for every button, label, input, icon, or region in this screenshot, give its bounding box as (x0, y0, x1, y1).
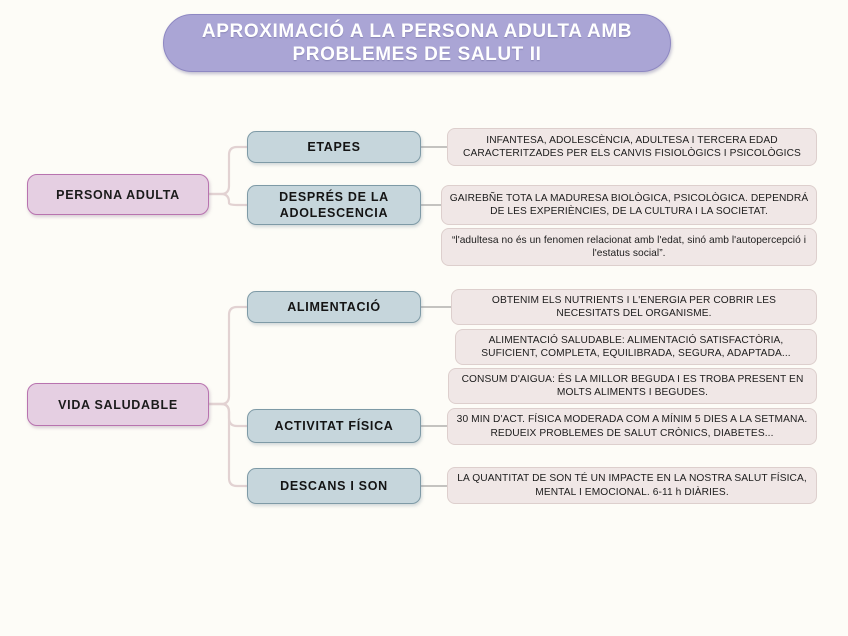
connector-persona-etapes (207, 145, 249, 196)
branch-node-alimentacio[interactable]: ALIMENTACIÓ (247, 291, 421, 323)
connector-vida-activitat (207, 402, 249, 428)
leaf-box-maduresa: GAIREBÑE TOTA LA MADURESA BIOLÒGICA, PSI… (441, 185, 817, 225)
root-node-persona-adulta-label: PERSONA ADULTA (56, 187, 180, 202)
root-node-persona-adulta[interactable]: PERSONA ADULTA (27, 174, 209, 215)
root-node-vida-saludable[interactable]: VIDA SALUDABLE (27, 383, 209, 426)
leaf-box-quote: “l'adultesa no és un fenomen relacionat … (441, 228, 817, 266)
branch-node-etapes-label: ETAPES (307, 140, 361, 154)
leaf-box-nutrients-text: OBTENIM ELS NUTRIENTS I L'ENERGIA PER CO… (491, 294, 777, 320)
connector-persona-despres (207, 192, 249, 207)
branch-node-despres-adolescencia[interactable]: DESPRÉS DE LA ADOLESCENCIA (247, 185, 421, 225)
page-title-line1: APROXIMACIÓ A LA PERSONA ADULTA AMB (201, 21, 633, 42)
root-node-vida-saludable-label: VIDA SALUDABLE (58, 397, 178, 412)
leaf-box-son-text: LA QUANTITAT DE SON TÉ UN IMPACTE EN LA … (457, 473, 807, 498)
branch-node-descans-i-son[interactable]: DESCANS I SON (247, 468, 421, 504)
leaf-box-maduresa-text: GAIREBÑE TOTA LA MADURESA BIOLÒGICA, PSI… (449, 192, 809, 218)
branch-node-activitat-fisica[interactable]: ACTIVITAT FÍSICA (247, 409, 421, 443)
connector-vida-alimentacio (207, 305, 249, 406)
connector-vida-descans (207, 402, 249, 488)
leaf-box-quote-text: “l'adultesa no és un fenomen relacionat … (451, 234, 807, 260)
leaf-box-aigua: CONSUM D'AIGUA: ÉS LA MILLOR BEGUDA I ES… (448, 368, 817, 404)
diagram-title: APROXIMACIÓ A LA PERSONA ADULTA AMB PROB… (163, 14, 671, 72)
branch-node-despres-adolescencia-label: DESPRÉS DE LA ADOLESCENCIA (279, 189, 389, 221)
leaf-box-etapes: INFANTESA, ADOLESCÈNCIA, ADULTESA I TERC… (447, 128, 817, 166)
branch-node-etapes[interactable]: ETAPES (247, 131, 421, 163)
leaf-box-alimentacio-saludable-text: ALIMENTACIÓ SALUDABLE: ALIMENTACIÓ SATIS… (481, 334, 791, 360)
leaf-box-activitat: 30 MIN D'ACT. FÍSICA MODERADA COM A MÍNI… (447, 408, 817, 445)
leaf-box-etapes-text: INFANTESA, ADOLESCÈNCIA, ADULTESA I TERC… (463, 134, 801, 160)
leaf-box-activitat-text: 30 MIN D'ACT. FÍSICA MODERADA COM A MÍNI… (456, 414, 808, 439)
leaf-box-alimentacio-saludable: ALIMENTACIÓ SALUDABLE: ALIMENTACIÓ SATIS… (455, 329, 817, 365)
leaf-box-aigua-text: CONSUM D'AIGUA: ÉS LA MILLOR BEGUDA I ES… (461, 373, 804, 399)
branch-node-despres-line1: DESPRÉS DE LA (279, 190, 389, 204)
branch-node-alimentacio-label: ALIMENTACIÓ (287, 300, 381, 314)
page-title: APROXIMACIÓ A LA PERSONA ADULTA AMB PROB… (202, 20, 632, 66)
branch-node-despres-line2: ADOLESCENCIA (279, 206, 389, 220)
leaf-box-son: LA QUANTITAT DE SON TÉ UN IMPACTE EN LA … (447, 467, 817, 504)
branch-node-activitat-fisica-label: ACTIVITAT FÍSICA (274, 419, 394, 433)
branch-node-descans-i-son-label: DESCANS I SON (280, 479, 388, 493)
leaf-box-nutrients: OBTENIM ELS NUTRIENTS I L'ENERGIA PER CO… (451, 289, 817, 325)
page-title-line2: PROBLEMES DE SALUT II (292, 44, 542, 65)
